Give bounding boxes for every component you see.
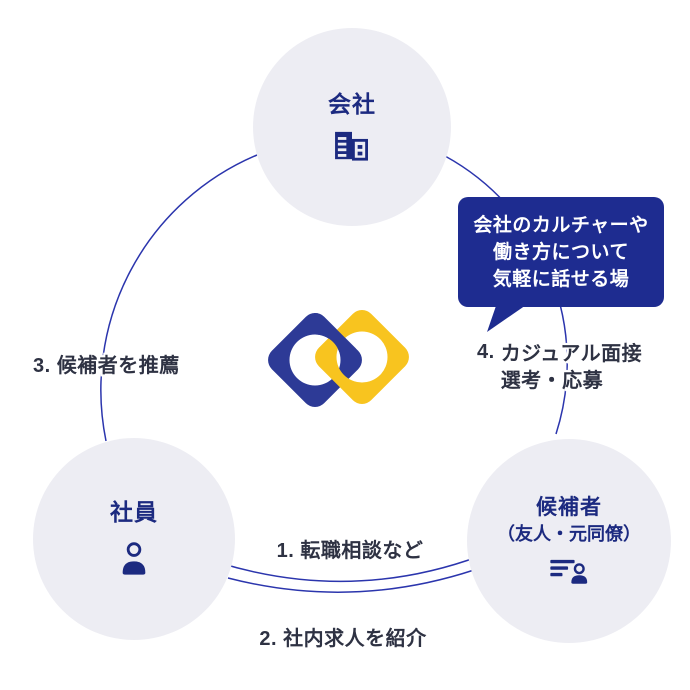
step-4-number: 4. xyxy=(477,341,495,363)
interlocking-rings-logo xyxy=(262,304,415,413)
person-icon xyxy=(117,540,151,578)
step-2-number: 2. xyxy=(259,628,278,650)
arc-company-to-employee xyxy=(100,154,258,442)
node-employee: 社員 xyxy=(33,438,235,640)
speech-bubble xyxy=(458,197,664,332)
step-1-text: 転職相談など xyxy=(300,540,424,562)
step-2-label: 2. 社内求人を紹介 xyxy=(233,622,453,651)
arc-employee-to-candidate xyxy=(227,569,475,593)
employee-label: 社員 xyxy=(110,499,158,526)
arc-candidate-to-employee xyxy=(219,555,481,583)
step-3-label: 3. 候補者を推薦 xyxy=(33,349,180,378)
step-2-text: 社内求人を紹介 xyxy=(283,628,427,650)
node-candidate: 候補者 （友人・元同僚） xyxy=(467,439,671,643)
building-icon xyxy=(333,130,371,162)
people-list-icon xyxy=(549,558,589,586)
speech-bubble-text: 会社のカルチャーや 働き方について 気軽に話せる場 xyxy=(458,197,664,307)
step-4-text-line-1: カジュアル面接 xyxy=(500,343,643,365)
step-4-text-line-2: 選考・応募 xyxy=(500,370,604,392)
bubble-line-1: 会社のカルチャーや xyxy=(473,214,649,236)
bubble-line-2: 働き方について xyxy=(493,241,629,263)
candidate-sublabel: （友人・元同僚） xyxy=(497,523,641,544)
candidate-label: 候補者 xyxy=(536,495,602,519)
step-1-label: 1. 転職相談など xyxy=(240,534,460,563)
step-4-label: 4. カジュアル面接 選考・応募 xyxy=(477,341,642,395)
speech-bubble-tail xyxy=(487,303,529,332)
step-3-number: 3. xyxy=(33,355,51,377)
step-3-text: 候補者を推薦 xyxy=(56,355,180,377)
node-company: 会社 xyxy=(253,28,451,226)
step-1-number: 1. xyxy=(276,540,295,562)
company-label: 会社 xyxy=(328,91,376,118)
bubble-line-3: 気軽に話せる場 xyxy=(492,268,630,290)
